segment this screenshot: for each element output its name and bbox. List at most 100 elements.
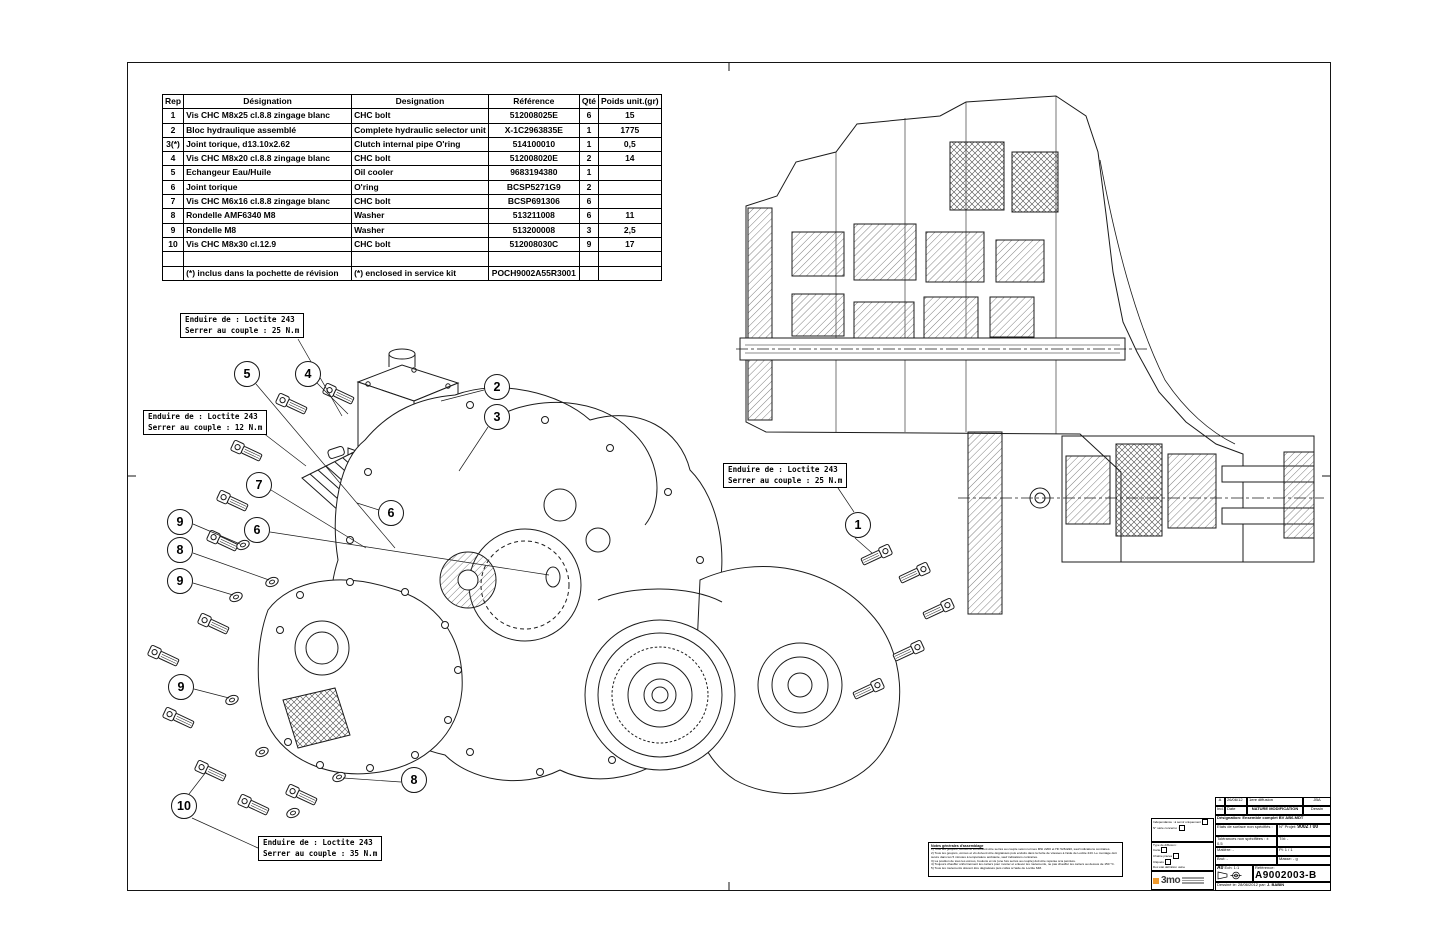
callout-balloon-9: 9	[168, 674, 194, 700]
callout-balloon-1: 1	[845, 512, 871, 538]
bom-cell	[598, 265, 662, 281]
bom-cell: O'ring	[351, 179, 489, 196]
rev-hdr-ind: Ind.	[1215, 806, 1225, 815]
title-block: Indépendance : à servir uniquement N° sé…	[1150, 795, 1331, 891]
callout-balloon-4: 4	[295, 361, 321, 387]
callout-balloon-10: 10	[171, 793, 197, 819]
checkbox-icon	[1201, 819, 1208, 825]
drawn-date: Dessiné le: 28/06/2012 par:	[1217, 882, 1266, 887]
logo-tagline-bars	[1182, 877, 1205, 885]
bom-cell: BCSP5271G9	[487, 179, 580, 196]
bom-cell: 514100010	[487, 136, 580, 153]
torque-note-35: Enduire de : Loctite 243 Serrer au coupl…	[258, 836, 383, 861]
bom-cell: 14	[598, 151, 662, 167]
bom-cell: Vis CHC M8x30 cl.12.9	[183, 236, 353, 253]
bom-cell: POCH9002A55R3001	[487, 265, 580, 281]
sheet-border	[127, 62, 1331, 891]
checkbox-icon	[1164, 859, 1171, 866]
project-number: 9002 / 00	[1297, 824, 1319, 830]
projection-symbol-icon	[1217, 871, 1242, 880]
bom-cell: 9683194380	[487, 165, 580, 181]
callout-balloon-9: 9	[167, 509, 193, 535]
bom-header-cell: Designation	[351, 93, 489, 110]
surface-cell: Etats de surface non spécifiés :	[1215, 824, 1277, 836]
bom-header-cell: Rep	[161, 93, 185, 110]
bom-header-cell: Désignation	[183, 93, 353, 110]
bom-cell	[578, 251, 600, 267]
bom-cell: 1	[578, 136, 600, 153]
assembly-note-line: 3) La position de tous les écrous, boulo…	[931, 858, 1076, 863]
bom-cell: BCSP691306	[487, 194, 580, 210]
sheet-format: A0	[1217, 865, 1224, 871]
callout-balloon-6: 6	[244, 517, 270, 543]
company-logo: 3mo	[1151, 871, 1214, 890]
bom-cell: 1775	[598, 122, 662, 138]
scale-value: Ech: 1:1	[1224, 865, 1240, 870]
bom-cell: Complete hydraulic selector unit	[351, 122, 489, 138]
tolerances-cell: Tolérances non spécifiées : ± 0.5	[1215, 836, 1277, 847]
bom-cell: X-1C2963835E	[487, 122, 580, 138]
bom-cell: Joint torique, d13.10x2.62	[183, 136, 353, 153]
visa-line: Type de diffusion :	[1153, 843, 1178, 847]
bom-cell: 9	[161, 222, 185, 238]
brut-cell: Brut: -	[1215, 856, 1277, 865]
visa-line: Doc état définition usine	[1153, 865, 1186, 870]
project-label: N° Projet:	[1279, 824, 1297, 829]
bom-cell	[598, 165, 662, 181]
visa-box-1: Indépendance : à servir uniquement N° sé…	[1151, 818, 1214, 842]
bom-cell: Clutch internal pipe O'ring	[351, 136, 489, 153]
visa-box-2: Type de diffusion : Carte Chaîne pièces …	[1151, 842, 1214, 871]
bom-cell: CHC bolt	[351, 236, 489, 253]
matiere-cell: Matière: -	[1215, 847, 1277, 856]
checkbox-icon	[1173, 853, 1180, 860]
designation-row: Désignation: Ensemble complet BV AB6-MDT	[1215, 815, 1331, 824]
callout-balloon-2: 2	[484, 374, 510, 400]
leader-lines	[188, 338, 873, 849]
bom-header-cell: Référence	[487, 93, 580, 110]
bom-cell: 6	[578, 108, 600, 124]
bom-cell	[183, 251, 353, 267]
bom-header-cell: Qté	[578, 93, 600, 110]
bom-cell: 512008025E	[487, 108, 580, 124]
bom-cell: CHC bolt	[351, 194, 489, 210]
bom-cell	[351, 251, 489, 267]
bom-cell	[161, 265, 185, 281]
visa-line: Cliquets	[1153, 860, 1164, 864]
cross-section-view	[736, 95, 1324, 615]
bom-cell: Vis CHC M8x20 cl.8.8 zingage blanc	[183, 151, 353, 167]
bom-cell: 1	[578, 122, 600, 138]
rev-ind: A	[1215, 797, 1225, 806]
assembly-note-line: 2) Tous les goujons, écrous et vis doive…	[931, 851, 1117, 859]
bom-cell	[161, 251, 185, 267]
bom-cell: 6	[578, 208, 600, 224]
bom-cell: (*) inclus dans la pochette de révision	[183, 265, 353, 281]
callout-balloon-3: 3	[484, 404, 510, 430]
rev-hdr-nature: NATURE MODIFICATION	[1247, 806, 1303, 815]
drawn-author: J. BABIN	[1267, 882, 1285, 887]
drawn-by-cell: Dessiné le: 28/06/2012 par: J. BABIN	[1215, 882, 1331, 891]
bom-cell: 2,5	[598, 222, 662, 238]
visa-line: Chaîne pièces	[1153, 854, 1173, 858]
checkbox-icon	[1161, 847, 1168, 854]
bom-cell: 8	[161, 208, 185, 224]
masse-cell: Masse: - g	[1277, 856, 1331, 865]
torque-note-25-right: Enduire de : Loctite 243 Serrer au coupl…	[723, 463, 848, 488]
exploded-view	[146, 338, 956, 849]
pl-cell: Pl: 1 / 1	[1277, 847, 1331, 856]
bom-cell: Rondelle M8	[183, 222, 353, 238]
bom-cell: 513200008	[487, 222, 580, 238]
reference-number: A9002003-B	[1255, 869, 1317, 881]
assembly-notes-block: Notes générales d'assemblage 1) Tous les…	[928, 842, 1123, 877]
bom-cell: 3	[578, 222, 600, 238]
bom-cell: Joint torique	[183, 179, 353, 196]
bom-cell: 1	[161, 108, 185, 124]
visa-line: N° série concerné :	[1153, 825, 1179, 830]
logo-text: 3mo	[1161, 874, 1181, 886]
